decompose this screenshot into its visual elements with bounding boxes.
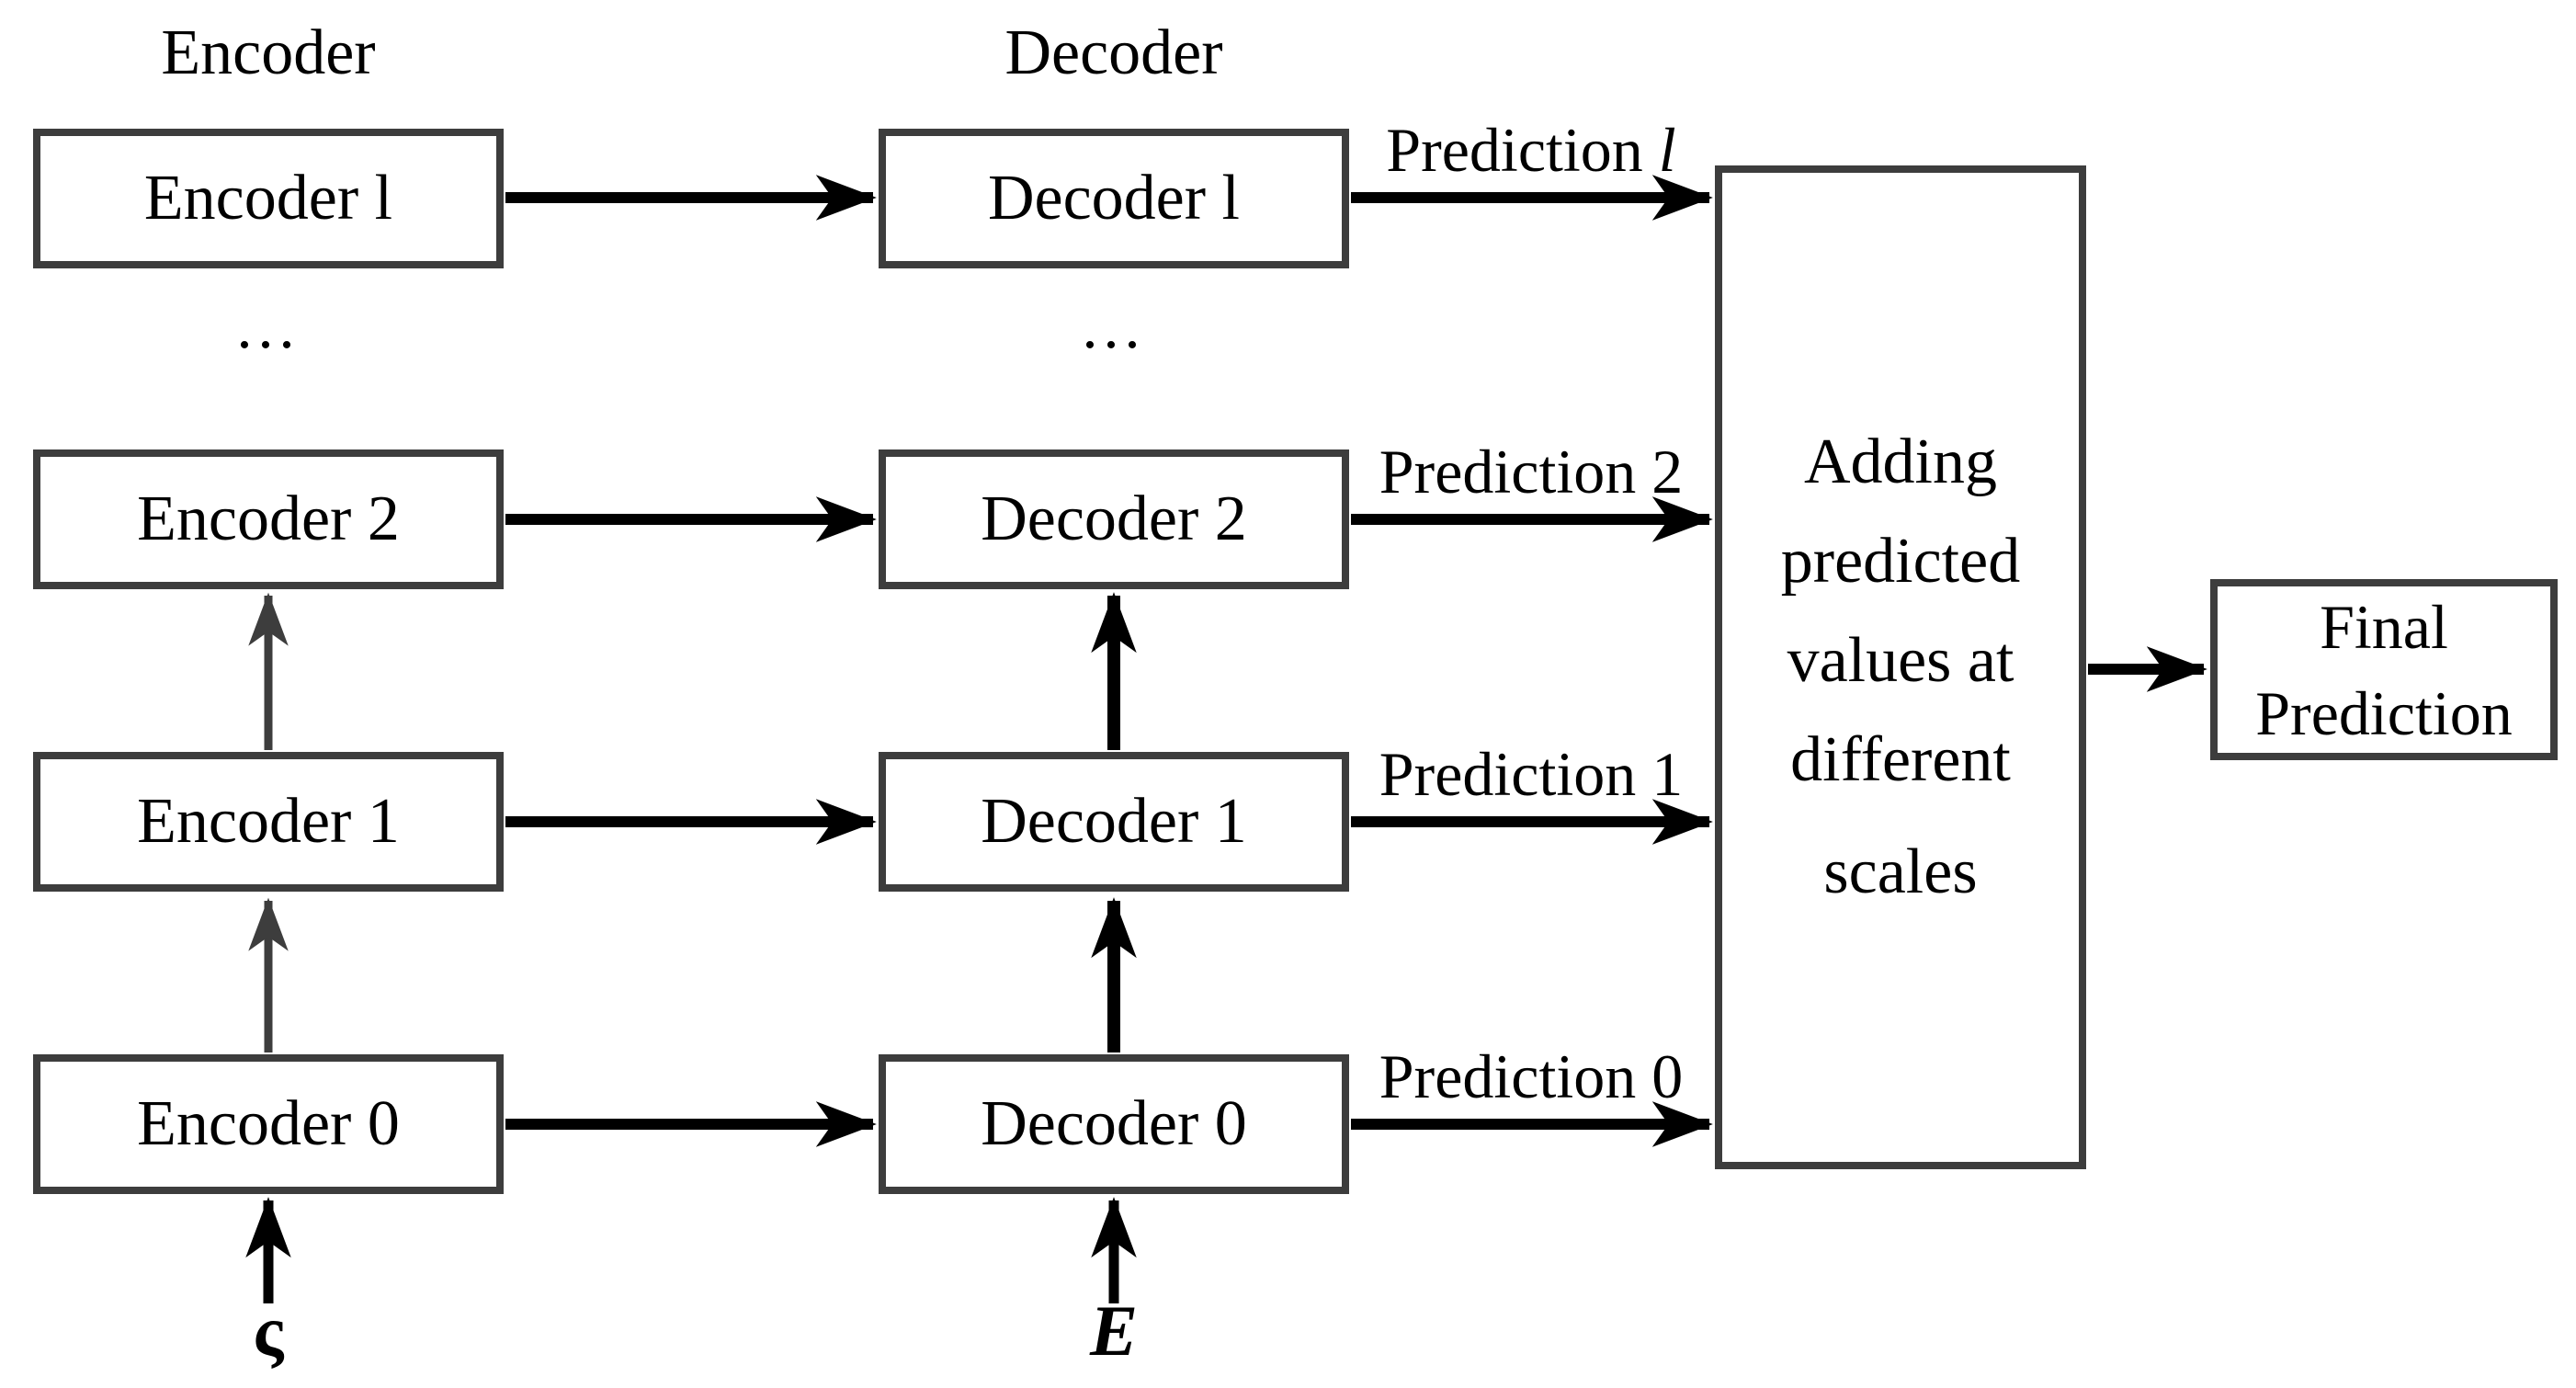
- aggregator-line-3: values at: [1787, 625, 2014, 696]
- aggregator-line-5: scales: [1823, 836, 1978, 907]
- prediction-l-num: l: [1658, 115, 1676, 185]
- decoder-box-l: Decoder l: [879, 129, 1349, 268]
- encoder-column-header: Encoder: [161, 17, 376, 88]
- encoder-box-2-label: Encoder 2: [137, 484, 400, 554]
- final-prediction-line-2: Prediction: [2255, 677, 2513, 748]
- aggregator-box: Adding predicted values at different sca…: [1715, 165, 2086, 1169]
- decoder-box-2-label: Decoder 2: [981, 484, 1247, 554]
- decoder-box-0: Decoder 0: [879, 1054, 1349, 1194]
- prediction-0-label: Prediction 0: [1351, 1040, 1711, 1113]
- encoder-box-0: Encoder 0: [33, 1054, 504, 1194]
- decoder-column-header: Decoder: [1004, 17, 1223, 88]
- decoder-box-2: Decoder 2: [879, 449, 1349, 589]
- prediction-2-text: Prediction: [1379, 437, 1637, 506]
- encoder-box-l: Encoder l: [33, 129, 504, 268]
- prediction-0-num: 0: [1651, 1041, 1684, 1111]
- decoder-ellipsis: ...: [1082, 291, 1146, 361]
- aggregator-line-1: Adding: [1804, 427, 1997, 497]
- prediction-l-text: Prediction: [1386, 115, 1643, 185]
- encoder-box-2: Encoder 2: [33, 449, 504, 589]
- prediction-1-label: Prediction 1: [1351, 737, 1711, 811]
- prediction-2-label: Prediction 2: [1351, 435, 1711, 508]
- decoder-box-1: Decoder 1: [879, 752, 1349, 892]
- encoder-box-1: Encoder 1: [33, 752, 504, 892]
- encoder-ellipsis: ...: [236, 291, 301, 361]
- encoder-input-symbol: ς: [253, 1291, 284, 1371]
- decoder-input-symbol: E: [1089, 1291, 1139, 1371]
- aggregator-line-2: predicted: [1780, 526, 2021, 597]
- prediction-1-num: 1: [1651, 739, 1684, 809]
- final-prediction-box: Final Prediction: [2210, 579, 2558, 760]
- prediction-l-label: Prediction l: [1351, 113, 1711, 187]
- prediction-0-text: Prediction: [1379, 1041, 1637, 1111]
- decoder-box-1-label: Decoder 1: [981, 786, 1247, 857]
- encoder-box-l-label: Encoder l: [143, 163, 393, 233]
- decoder-box-0-label: Decoder 0: [981, 1088, 1247, 1159]
- aggregator-line-4: different: [1790, 724, 2011, 795]
- decoder-box-l-label: Decoder l: [987, 163, 1241, 233]
- encoder-box-0-label: Encoder 0: [137, 1088, 400, 1159]
- encoder-box-1-label: Encoder 1: [137, 786, 400, 857]
- final-prediction-line-1: Final: [2320, 591, 2448, 662]
- prediction-2-num: 2: [1651, 437, 1684, 506]
- prediction-1-text: Prediction: [1379, 739, 1637, 809]
